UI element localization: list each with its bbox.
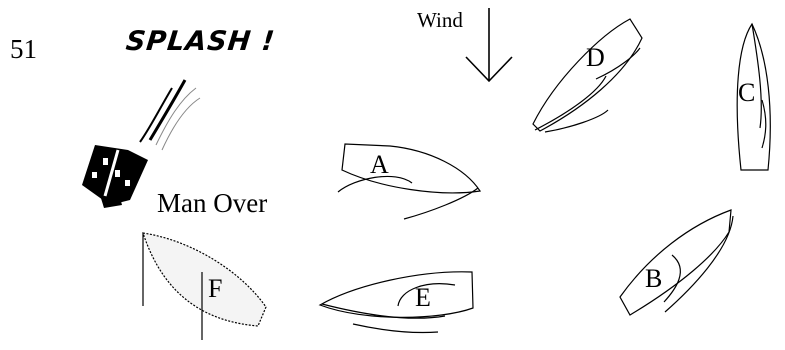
boat-label-b: B (645, 264, 663, 293)
boat-label-c: C (738, 78, 756, 107)
wind-label: Wind (417, 8, 463, 32)
boat-a (337, 143, 482, 220)
boat-b (619, 209, 734, 316)
figure-number: 51 (10, 34, 37, 64)
boat-label-d: D (586, 43, 605, 72)
splash-person-icon (82, 79, 201, 208)
figure-title: SPLASH ! (124, 26, 277, 57)
boat-label-e: E (415, 283, 431, 312)
man-over-label: Man Over (157, 188, 268, 218)
boat-c (736, 22, 771, 171)
boat-d (532, 18, 643, 133)
down-arrow-icon (465, 8, 513, 83)
boat-label-f: F (208, 274, 223, 303)
boat-f (142, 232, 267, 340)
boat-e (318, 271, 474, 334)
boat-label-a: A (370, 150, 389, 179)
